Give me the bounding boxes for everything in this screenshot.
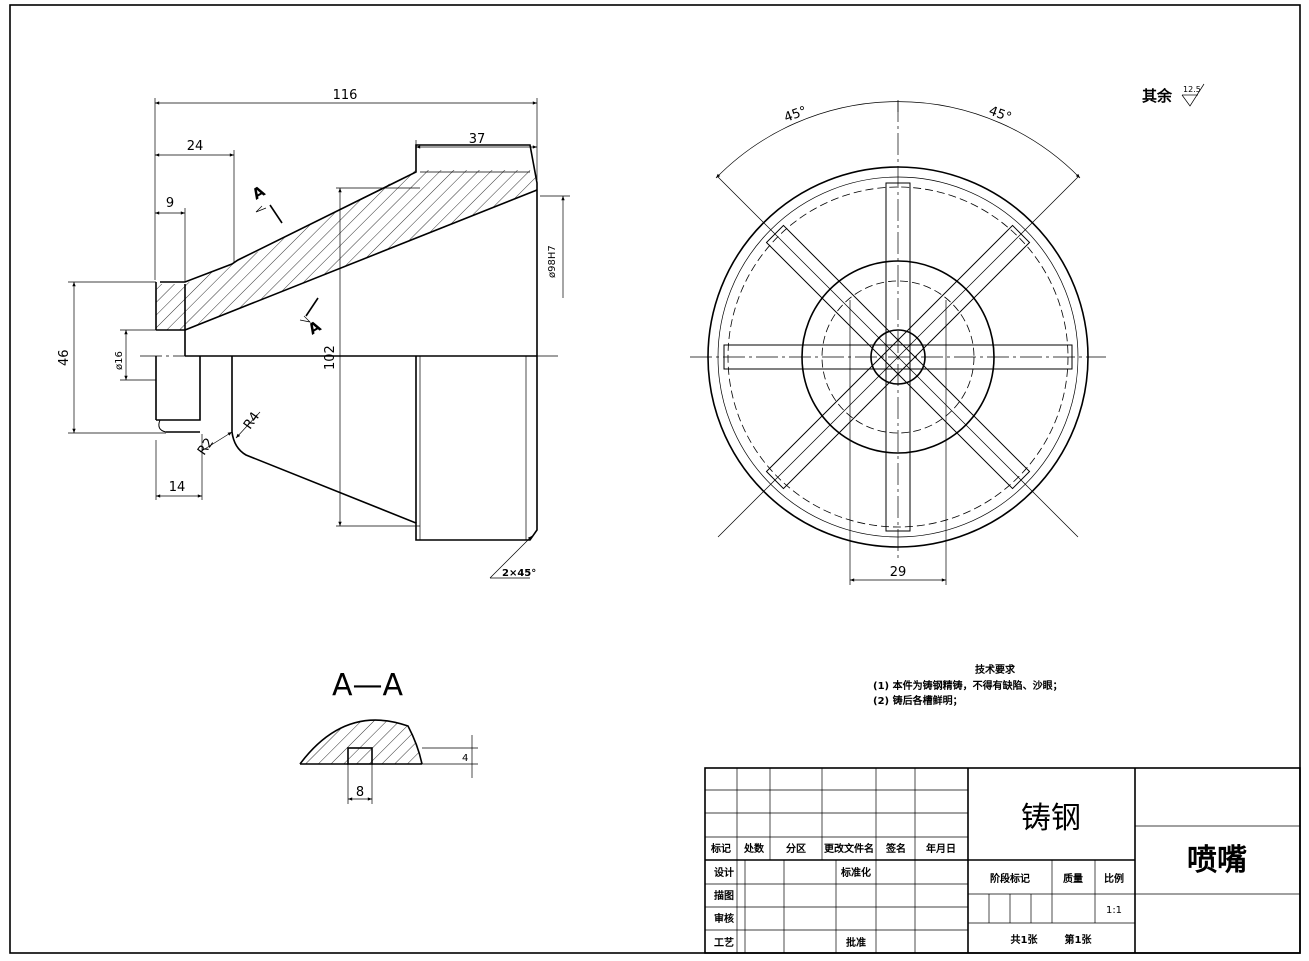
tech-item-1: (1) 本件为铸钢精铸，不得有缺陷、沙眼； [873, 679, 1063, 692]
tech-item-2: (2) 铸后各槽鲜明； [873, 694, 963, 707]
tech-requirements: 技术要求 (1) 本件为铸钢精铸，不得有缺陷、沙眼； (2) 铸后各槽鲜明； [873, 663, 1063, 707]
dim-29: 29 [890, 565, 907, 580]
dim-r2: R2 [195, 436, 217, 459]
tb-header-doc: 更改文件名 [824, 842, 874, 855]
dim-8: 8 [356, 785, 364, 800]
dim-24: 24 [187, 139, 204, 154]
tb-header-zone: 分区 [786, 842, 806, 855]
dim-14: 14 [169, 480, 186, 495]
tb-sheets-total: 共1张 [1011, 933, 1039, 946]
tb-sheet-no: 第1张 [1065, 933, 1093, 946]
front-view: 116 24 9 37 ø98H7 102 46 ø16 R2 R4 [57, 88, 570, 579]
tech-title: 技术要求 [975, 663, 1016, 676]
tb-scale-value: 1:1 [1106, 905, 1122, 916]
roughness-label: 其余 [1142, 87, 1173, 105]
tb-header-mark: 标记 [710, 842, 731, 855]
section-aa: A—A 4 8 [299, 668, 478, 804]
title-block: 标记 处数 分区 更改文件名 签名 年月日 设计 描图 审核 工艺 标准化 批准… [704, 767, 1301, 954]
tb-material: 铸钢 [1021, 801, 1081, 836]
side-view: 29 45° 45° [690, 100, 1106, 585]
section-title: A—A [332, 668, 404, 703]
sheet-border [9, 4, 1301, 954]
tb-row-process: 工艺 [714, 936, 734, 949]
tb-mass: 质量 [1063, 872, 1083, 885]
angle-left: 45° [782, 104, 809, 126]
dim-9: 9 [166, 196, 174, 211]
dim-4: 4 [462, 753, 468, 764]
tb-scale-label: 比例 [1104, 872, 1124, 885]
angle-right: 45° [987, 104, 1014, 126]
dim-bore: ø98H7 [547, 245, 558, 278]
dim-16: ø16 [114, 351, 125, 370]
tb-row-review: 审核 [714, 912, 734, 925]
tb-row-trace: 描图 [714, 889, 734, 902]
section-mark-top: A [249, 182, 268, 204]
dim-46: 46 [57, 349, 72, 366]
tb-stage-mark: 阶段标记 [990, 872, 1030, 885]
tb-part-name: 喷嘴 [1187, 843, 1247, 878]
tb-header-count: 处数 [743, 842, 765, 855]
tb-header-date: 年月日 [926, 842, 956, 855]
dim-37: 37 [469, 132, 486, 147]
dim-102: 102 [323, 345, 338, 370]
tb-approve: 批准 [846, 936, 866, 949]
roughness-value: 12.5 [1183, 85, 1201, 94]
dim-chamfer: 2×45° [502, 568, 536, 579]
section-mark-bottom: A [305, 317, 324, 339]
roughness-note: 其余 12.5 [1142, 83, 1205, 107]
tb-standardize: 标准化 [840, 866, 871, 879]
dim-116: 116 [333, 88, 358, 103]
tb-header-sign: 签名 [885, 842, 906, 855]
tb-row-design: 设计 [714, 866, 734, 879]
